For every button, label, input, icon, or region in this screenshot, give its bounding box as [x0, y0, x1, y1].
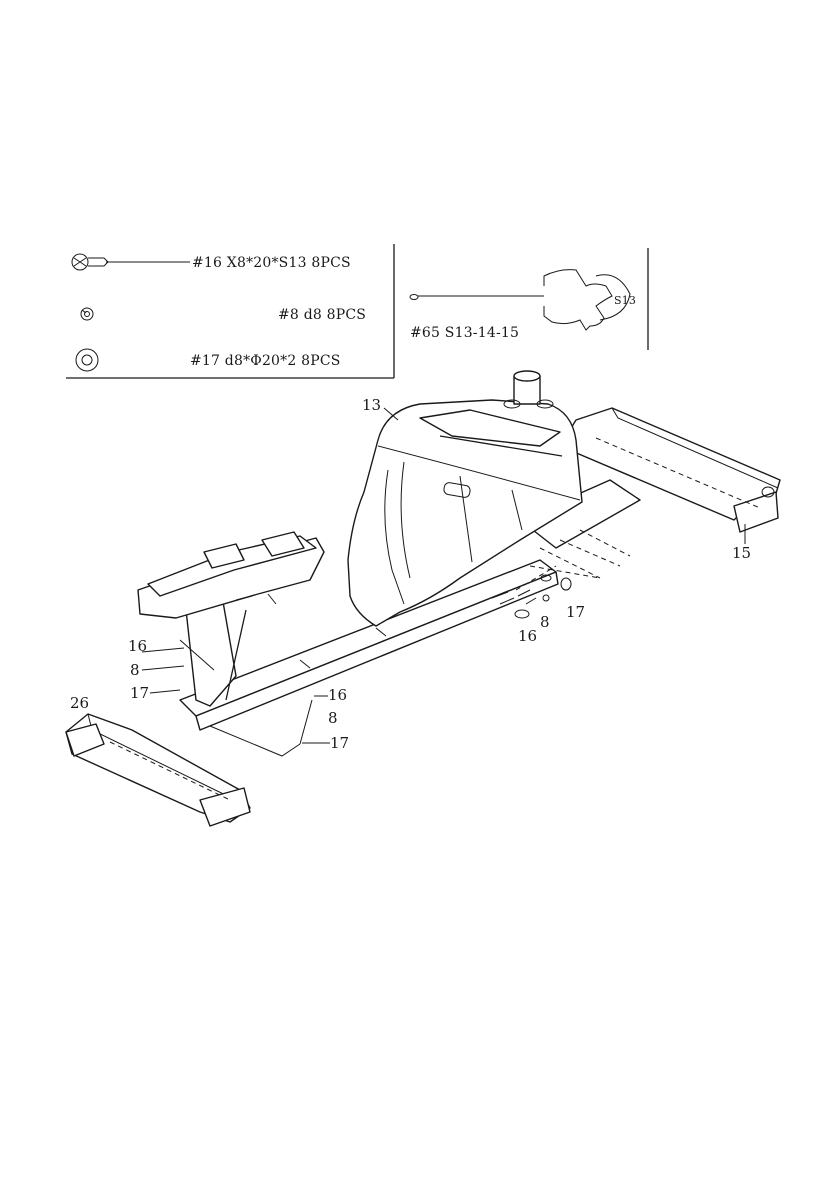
callout-front-flat-washer: 17 — [566, 603, 585, 621]
callout-main-frame: 13 — [362, 396, 381, 414]
hardware-item-bolt: #16 X8*20*S13 8PCS — [192, 255, 351, 271]
spring-washer-icon — [81, 308, 93, 320]
rowing-machine-drawing — [66, 371, 780, 826]
callout-rear-right-bolt: 16 — [328, 686, 347, 704]
callout-rear-left-flat-washer: 17 — [130, 684, 149, 702]
flat-washer-icon — [76, 349, 98, 371]
wrench-icon — [410, 270, 630, 330]
wrench-box: S13 #65 S13-14-15 — [410, 248, 648, 350]
callout-rear-left-spring-washer: 8 — [130, 661, 140, 679]
callout-rear-stabilizer: 26 — [70, 694, 89, 712]
hardware-list-box: #16 X8*20*S13 8PCS #8 d8 8PCS #17 d8*Φ20… — [66, 244, 394, 378]
callout-front-stabilizer: 15 — [732, 544, 751, 562]
seat — [138, 532, 324, 618]
wrench-label: #65 S13-14-15 — [410, 325, 519, 341]
hardware-item-flat-washer: #17 d8*Φ20*2 8PCS — [190, 353, 341, 369]
callout-front-spring-washer: 8 — [540, 613, 550, 631]
wrench-size-mark: S13 — [614, 294, 636, 307]
hardware-item-spring-washer: #8 d8 8PCS — [278, 307, 366, 323]
bolt-icon — [72, 254, 190, 270]
callout-rear-left-bolt: 16 — [128, 637, 147, 655]
callout-rear-right-spring-washer: 8 — [328, 709, 338, 727]
callout-rear-right-flat-washer: 17 — [330, 734, 349, 752]
callout-front-bolt: 16 — [518, 627, 537, 645]
